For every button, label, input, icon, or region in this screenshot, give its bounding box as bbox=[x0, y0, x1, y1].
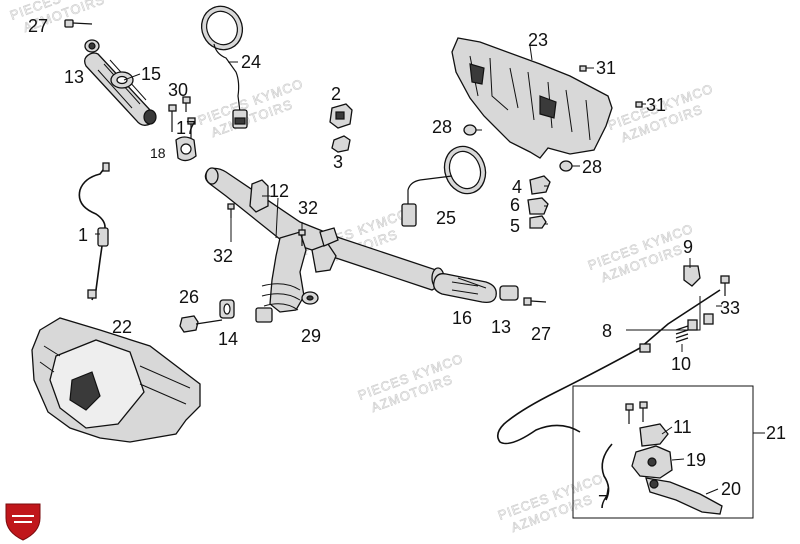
callout-1: 1 bbox=[78, 225, 88, 245]
part-33-bolt bbox=[720, 275, 730, 296]
part-6-switch bbox=[527, 197, 549, 215]
callout-29: 29 bbox=[301, 326, 321, 346]
part-11-bolt bbox=[625, 401, 669, 447]
part-26-bolt bbox=[179, 315, 223, 333]
callout-27-right: 27 bbox=[531, 324, 551, 344]
part-10-spring bbox=[675, 313, 714, 343]
part-31-screw bbox=[579, 65, 587, 72]
part-17-bolt bbox=[168, 104, 196, 138]
callout-27-left: 27 bbox=[28, 16, 48, 36]
callout-8: 8 bbox=[602, 321, 612, 341]
part-27-screw-right bbox=[523, 297, 547, 306]
callout-31-right: 31 bbox=[646, 95, 666, 115]
part-16-right-grip bbox=[433, 273, 497, 304]
shield-logo-icon bbox=[5, 503, 41, 541]
part-12-handlebar bbox=[204, 167, 445, 323]
part-18-clamp bbox=[175, 136, 197, 162]
callout-12: 12 bbox=[269, 181, 289, 201]
callout-11: 11 bbox=[673, 417, 692, 437]
part-21-lever-assembly-box bbox=[572, 385, 754, 519]
part-15-left-grip bbox=[84, 52, 157, 126]
callout-4: 4 bbox=[512, 177, 522, 197]
callout-2: 2 bbox=[331, 84, 341, 104]
part-9-bracket bbox=[683, 265, 701, 287]
callout-13-left: 13 bbox=[64, 67, 84, 87]
part-24-left-mirror bbox=[200, 5, 248, 129]
callout-3: 3 bbox=[333, 152, 343, 172]
part-4-switch bbox=[529, 175, 551, 195]
callout-26: 26 bbox=[179, 287, 199, 307]
part-19-lever-housing bbox=[631, 445, 673, 479]
part-22-front-handlebar-cover bbox=[31, 317, 201, 443]
callout-numbers: 27 13 15 30 17 18 24 2 3 23 31 31 28 28 … bbox=[28, 16, 786, 512]
callout-15: 15 bbox=[141, 64, 161, 84]
callout-23: 23 bbox=[528, 30, 548, 50]
callout-7: 7 bbox=[598, 492, 608, 512]
callout-18: 18 bbox=[150, 145, 166, 161]
callout-10: 10 bbox=[671, 354, 691, 374]
leader-lines bbox=[95, 45, 765, 501]
part-30-bolt bbox=[182, 96, 191, 112]
callout-24: 24 bbox=[241, 52, 261, 72]
part-20-brake-lever bbox=[645, 477, 723, 515]
callout-28-right: 28 bbox=[582, 157, 602, 177]
part-7-small-cable bbox=[601, 443, 613, 501]
part-14-collar bbox=[219, 299, 235, 319]
callout-9: 9 bbox=[683, 237, 693, 257]
watermark: PIECES KYMCO AZMOTOIRS bbox=[496, 470, 606, 535]
callout-13-right: 13 bbox=[491, 317, 511, 337]
watermark: PIECES KYMCO AZMOTOIRS bbox=[356, 350, 466, 415]
part-8-brake-cable bbox=[496, 289, 721, 445]
callout-14: 14 bbox=[218, 329, 238, 349]
callout-31-top: 31 bbox=[596, 58, 616, 78]
callout-21: 21 bbox=[766, 423, 786, 443]
callout-32-left: 32 bbox=[213, 246, 233, 266]
callout-28-left: 28 bbox=[432, 117, 452, 137]
callout-19: 19 bbox=[686, 450, 706, 470]
callout-5: 5 bbox=[510, 216, 520, 236]
watermark: PIECES KYMCO AZMOTOIRS bbox=[196, 75, 306, 140]
callout-6: 6 bbox=[510, 195, 520, 215]
callout-32-right: 32 bbox=[298, 198, 318, 218]
part-31-screw-2 bbox=[635, 101, 643, 108]
part-1-throttle-cable bbox=[78, 162, 110, 301]
part-3-cover bbox=[331, 135, 351, 153]
part-28-bolt-2 bbox=[559, 160, 573, 172]
callout-33: 33 bbox=[720, 298, 740, 318]
part-32-screw bbox=[227, 203, 235, 218]
part-13-bar-end-weight-right bbox=[499, 285, 519, 301]
part-5-spacer bbox=[529, 215, 547, 229]
part-13-bar-end-weight-left bbox=[84, 39, 100, 53]
callout-17: 17 bbox=[176, 118, 196, 138]
part-28-bolt bbox=[463, 124, 477, 136]
callout-22: 22 bbox=[112, 317, 132, 337]
part-29-nut bbox=[301, 291, 319, 305]
watermark: PIECES KYMCO AZMOTOIRS bbox=[8, 0, 118, 35]
part-23-rear-handlebar-cover bbox=[451, 37, 613, 159]
callout-30: 30 bbox=[168, 80, 188, 100]
callout-16: 16 bbox=[452, 308, 472, 328]
part-25-right-mirror bbox=[401, 145, 487, 227]
callout-20: 20 bbox=[721, 479, 741, 499]
part-2-switch bbox=[329, 103, 353, 129]
part-27-screw-left bbox=[64, 19, 93, 28]
callout-25: 25 bbox=[436, 208, 456, 228]
